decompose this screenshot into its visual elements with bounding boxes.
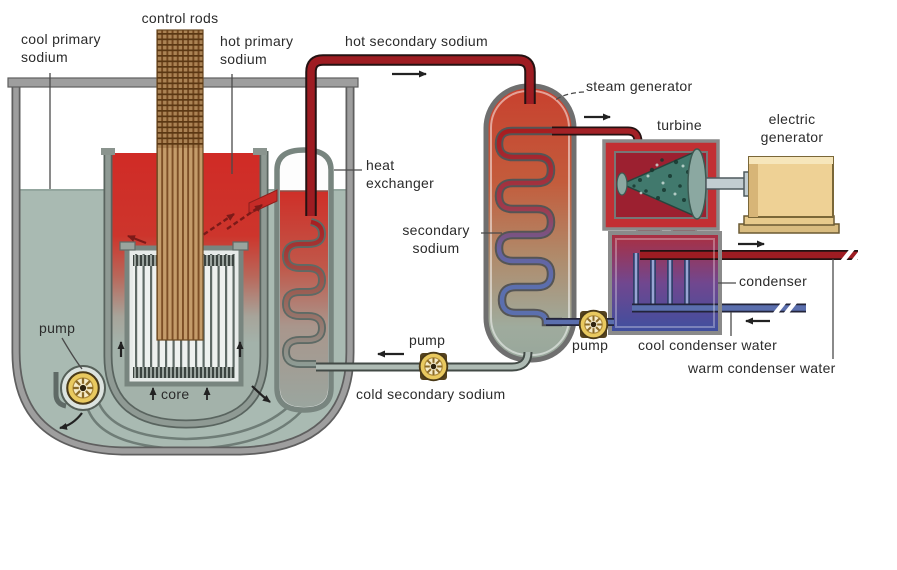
primary-flow-duct-outer	[93, 386, 297, 441]
core-flange-left	[119, 241, 136, 251]
generator-body	[748, 156, 834, 218]
label-electric-generator: electric generator	[760, 111, 824, 146]
cold-secondary-sodium-pipe	[316, 351, 531, 370]
feedwater-pump	[578, 309, 609, 340]
condenser-inner-ring	[615, 238, 715, 328]
label-control-rods: control rods	[141, 10, 219, 26]
callout-lines	[49, 73, 834, 370]
hot-secondary-sodium-pipe	[307, 56, 534, 216]
inner-vessel-wall-face	[105, 151, 267, 427]
label-hot-primary-sodium: hot primary sodium	[220, 33, 294, 68]
primary-pump-pipe	[53, 372, 67, 409]
turbine-disc	[687, 148, 707, 220]
hot-sodium-flow-arrow-2	[226, 204, 263, 230]
label-turbine: turbine	[657, 117, 702, 133]
label-cool-condenser-water: cool condenser water	[638, 337, 778, 353]
steam-generator-coil	[496, 128, 562, 325]
condenser-tubes	[633, 253, 690, 307]
secondary-sodium-pump	[418, 351, 449, 382]
core-bottom-grid	[133, 367, 235, 378]
inner-vessel-flange-right	[253, 148, 267, 155]
arrow-pump-downcomer	[59, 412, 83, 430]
core-flange-right	[232, 241, 249, 251]
electric-generator-unit	[738, 156, 840, 234]
label-cool-primary-sodium: cool primary sodium	[21, 31, 101, 66]
control-rods-drive-ribs	[157, 30, 203, 148]
inner-vessel-flange-left	[101, 148, 115, 155]
turbine-hub	[616, 172, 628, 196]
control-rods-drive-tint	[157, 30, 203, 148]
outer-vessel-wall-face	[13, 84, 353, 454]
label-pump-secondary: pump	[409, 332, 446, 348]
label-steam-generator: steam generator	[586, 78, 693, 94]
arrow-hx-outlet	[251, 385, 271, 403]
condenser-fill	[610, 233, 720, 333]
primary-pump	[66, 371, 100, 405]
callout-steam-generator	[553, 91, 585, 102]
label-heat-exchanger: heat exchanger	[366, 157, 435, 192]
label-warm-condenser-water: warm condenser water	[688, 360, 836, 376]
label-core: core	[161, 386, 190, 402]
label-cold-secondary-sodium: cold secondary sodium	[356, 386, 506, 402]
heat-exchanger-coil	[283, 219, 325, 367]
label-hot-secondary-sodium: hot secondary sodium	[345, 33, 488, 49]
hot-sodium-flow-arrow-3	[127, 234, 147, 245]
label-pump-feedwater: pump	[572, 337, 609, 353]
flow-arrows	[59, 70, 770, 430]
pipe-break-marks	[772, 245, 866, 318]
label-pump-primary: pump	[39, 320, 76, 336]
turbine-rotor-blades	[632, 158, 690, 202]
label-condenser: condenser	[739, 273, 808, 289]
label-secondary-sodium: secondary sodium	[402, 222, 470, 257]
callout-primary-pump	[61, 337, 83, 370]
